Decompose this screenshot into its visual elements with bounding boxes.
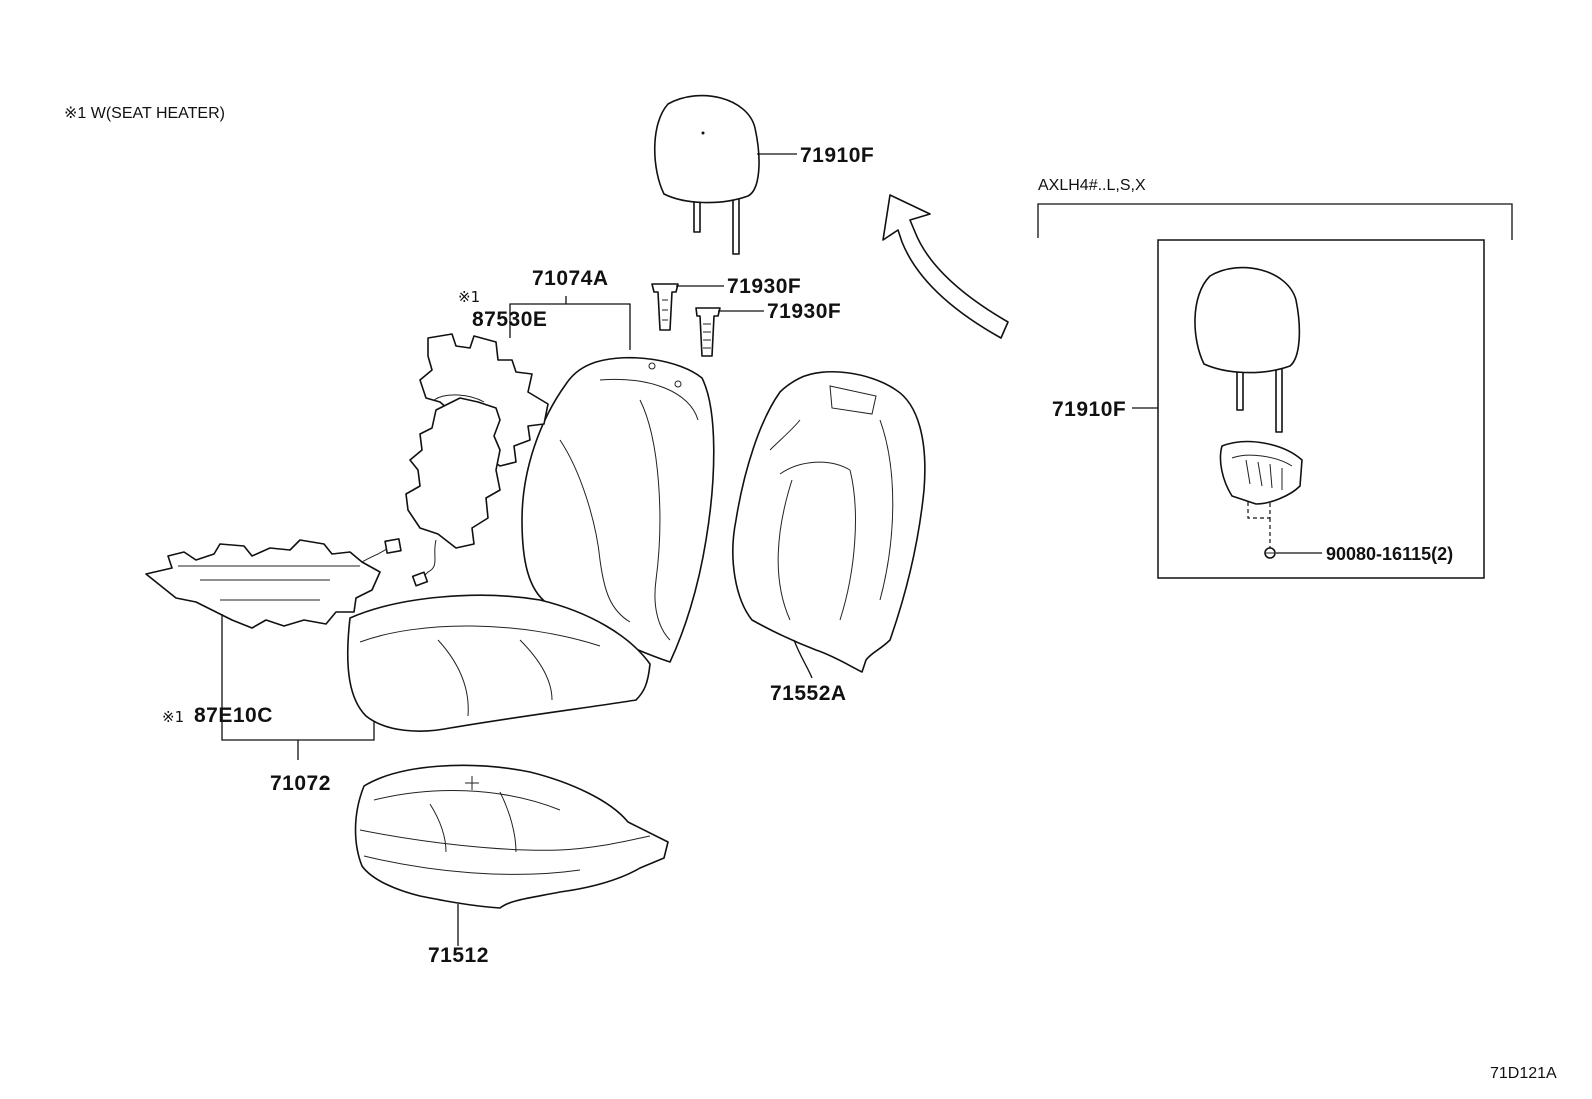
callout-71930F-2: 71930F [767, 300, 841, 323]
inset-bracket-drawing [1219, 440, 1303, 505]
seat-back-pad-drawing [732, 370, 926, 673]
callout-71074A: 71074A [532, 267, 609, 290]
headrest-guide-drawing [651, 283, 721, 357]
callout-71910F-main: 71910F [800, 144, 874, 167]
callout-90080-16115: 90080-16115(2) [1326, 544, 1453, 564]
headrest-drawing [653, 94, 760, 255]
direction-arrow-icon [882, 194, 1009, 339]
callout-71512: 71512 [428, 944, 489, 967]
seat-cushion-pad-drawing [354, 764, 669, 909]
screw-icon [1264, 547, 1276, 559]
cushion-heater-drawing [145, 538, 402, 629]
variant-inset-box [1157, 239, 1485, 579]
callout-71930F-1: 71930F [727, 275, 801, 298]
callout-87530E: 87530E [472, 308, 547, 331]
inset-headrest-drawing [1194, 266, 1301, 433]
seat-heater-note: ※1 W(SEAT HEATER) [64, 105, 225, 122]
mark-1-back: ※1 [458, 288, 480, 306]
diagram-code: 71D121A [1490, 1065, 1557, 1082]
mark-1-cushion: ※1 [162, 708, 184, 726]
back-heater-drawing [405, 333, 549, 587]
callout-71552A: 71552A [770, 682, 847, 705]
callout-71072: 71072 [270, 772, 331, 795]
seat-cushion-cover-drawing [346, 594, 651, 732]
variant-note: AXLH4#..L,S,X [1038, 177, 1146, 194]
callout-87E10C: 87E10C [194, 704, 273, 727]
variant-bracket [1037, 203, 1513, 240]
callout-71910F-inset: 71910F [1052, 398, 1126, 421]
